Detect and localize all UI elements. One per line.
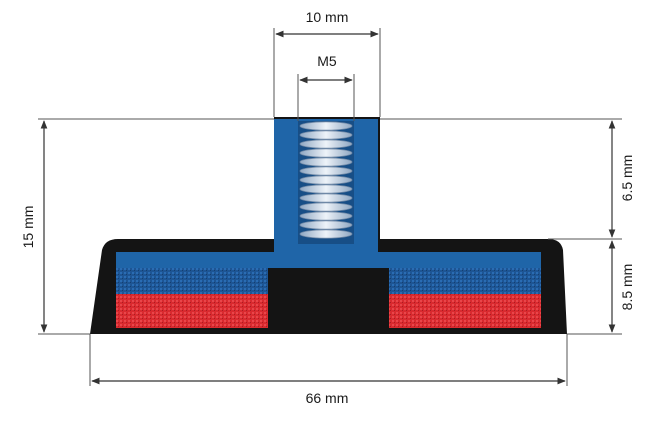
- thread-turn: [299, 184, 353, 194]
- thread-turn: [299, 157, 353, 167]
- thread-turn: [299, 130, 353, 140]
- thread-turn: [299, 148, 353, 158]
- thread-turn: [299, 229, 353, 239]
- thread-turn: [299, 220, 353, 230]
- label-base-height: 8.5 mm: [619, 264, 635, 311]
- label-total-height: 15 mm: [20, 206, 36, 249]
- label-thread: M5: [317, 53, 337, 69]
- dimension-lines: [40, 30, 616, 385]
- magnet-left-red: [116, 294, 268, 328]
- thread-turn: [299, 139, 353, 149]
- thread-insert: [298, 121, 354, 244]
- thread-turn: [299, 193, 353, 203]
- magnet-right-blue: [389, 268, 541, 294]
- magnet-left-blue: [116, 268, 268, 294]
- thread-turn: [299, 121, 353, 131]
- thread-turn: [299, 166, 353, 176]
- magnet-right-red: [389, 294, 541, 328]
- thread-turn: [299, 202, 353, 212]
- extension-lines: [38, 28, 622, 386]
- thread-turn: [299, 175, 353, 185]
- thread-turn: [299, 211, 353, 221]
- label-stud-height: 6.5 mm: [619, 155, 635, 202]
- label-base-diameter: 66 mm: [306, 390, 349, 406]
- label-stud-width: 10 mm: [306, 9, 349, 25]
